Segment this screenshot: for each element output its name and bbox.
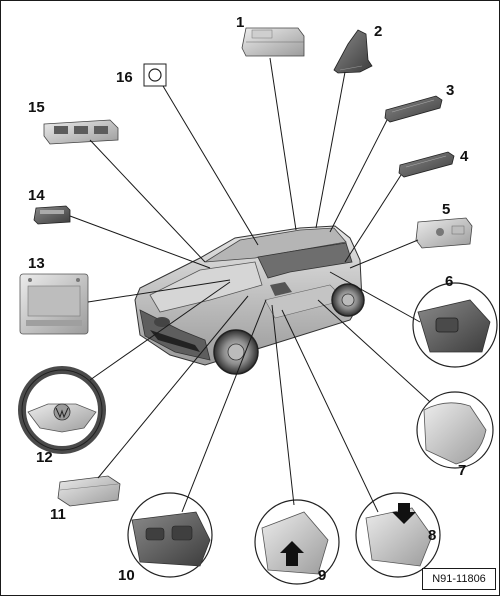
- part-8-door-handle: [355, 492, 441, 578]
- part-6-door-switch: [412, 282, 498, 368]
- callout-15: 15: [28, 99, 45, 116]
- callout-5: 5: [442, 201, 450, 218]
- part-12-steering-wheel: [18, 366, 106, 454]
- figure-reference: N91-11806: [422, 568, 496, 590]
- callout-7: 7: [458, 462, 466, 479]
- part-5-control-unit: [415, 217, 473, 249]
- callout-2: 2: [374, 23, 382, 40]
- vehicle: [134, 225, 365, 375]
- part-7-seat-sensor: [416, 391, 494, 469]
- part-13-radio-unit: [19, 273, 89, 335]
- part-16-symbol: [143, 63, 167, 87]
- callout-1: 1: [236, 14, 244, 31]
- callout-4: 4: [460, 148, 469, 165]
- callout-8: 8: [428, 527, 436, 544]
- callout-12: 12: [36, 449, 53, 466]
- leader-lines: [69, 57, 431, 513]
- part-9-door-handle: [254, 499, 340, 585]
- part-11-control-unit: [57, 475, 121, 507]
- part-1-control-unit: [241, 27, 305, 57]
- callout-11: 11: [50, 506, 66, 523]
- callout-6: 6: [445, 273, 453, 290]
- callout-13: 13: [28, 255, 45, 272]
- part-4-amplifier: [398, 151, 455, 178]
- callout-9: 9: [318, 567, 326, 584]
- callout-3: 3: [446, 82, 454, 99]
- part-15-control-panel: [43, 119, 119, 145]
- callout-10: 10: [118, 567, 135, 584]
- callout-14: 14: [28, 187, 45, 204]
- arrow-down-icon: [392, 503, 416, 524]
- part-2-roof-antenna: [333, 29, 373, 74]
- callout-labels: 1 2 3 4 5 6 7 8 9 10 11 12 13 14 15 16: [28, 14, 469, 584]
- part-10-switch: [127, 492, 213, 578]
- part-14-module: [33, 205, 71, 225]
- arrow-up-icon: [280, 541, 304, 566]
- callout-16: 16: [116, 69, 133, 86]
- part-3-amplifier: [384, 95, 443, 123]
